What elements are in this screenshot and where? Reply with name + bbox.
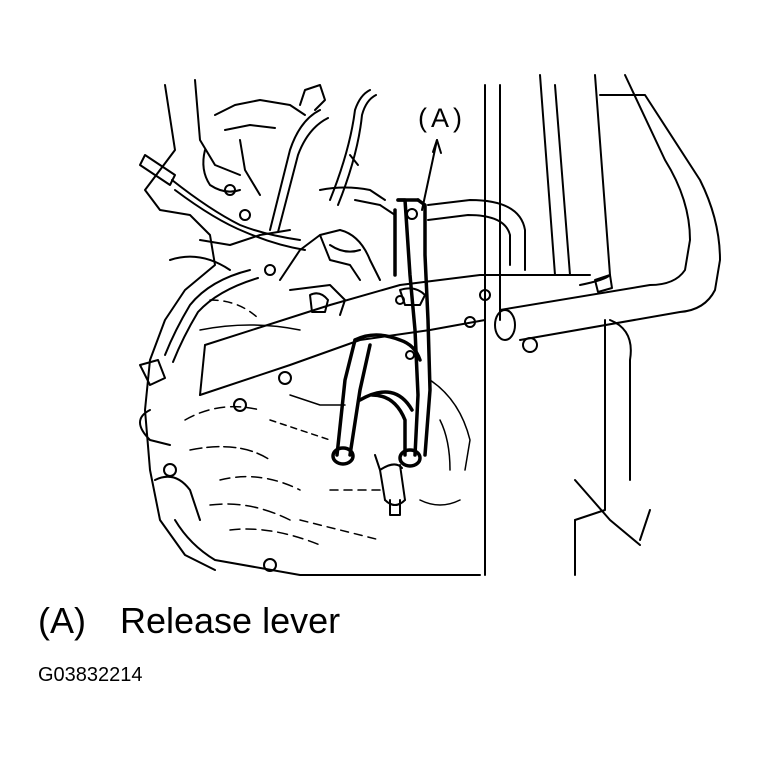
release-lever <box>331 198 432 468</box>
clutch-housing-detail <box>184 299 471 546</box>
legend-text: Release lever <box>120 600 341 641</box>
wiring-harness <box>139 89 386 386</box>
figure-code: G03832214 <box>38 664 143 686</box>
callout-label-a: (A) <box>418 103 466 133</box>
frame-rail <box>484 74 721 576</box>
input-shaft <box>374 454 406 516</box>
transmission-release-lever-illustration <box>139 74 721 576</box>
transmission-housing <box>139 79 538 576</box>
callout-leader <box>421 139 442 211</box>
legend-key: (A) <box>38 600 86 641</box>
legend: (A) Release lever <box>38 600 340 642</box>
hose <box>427 199 526 271</box>
